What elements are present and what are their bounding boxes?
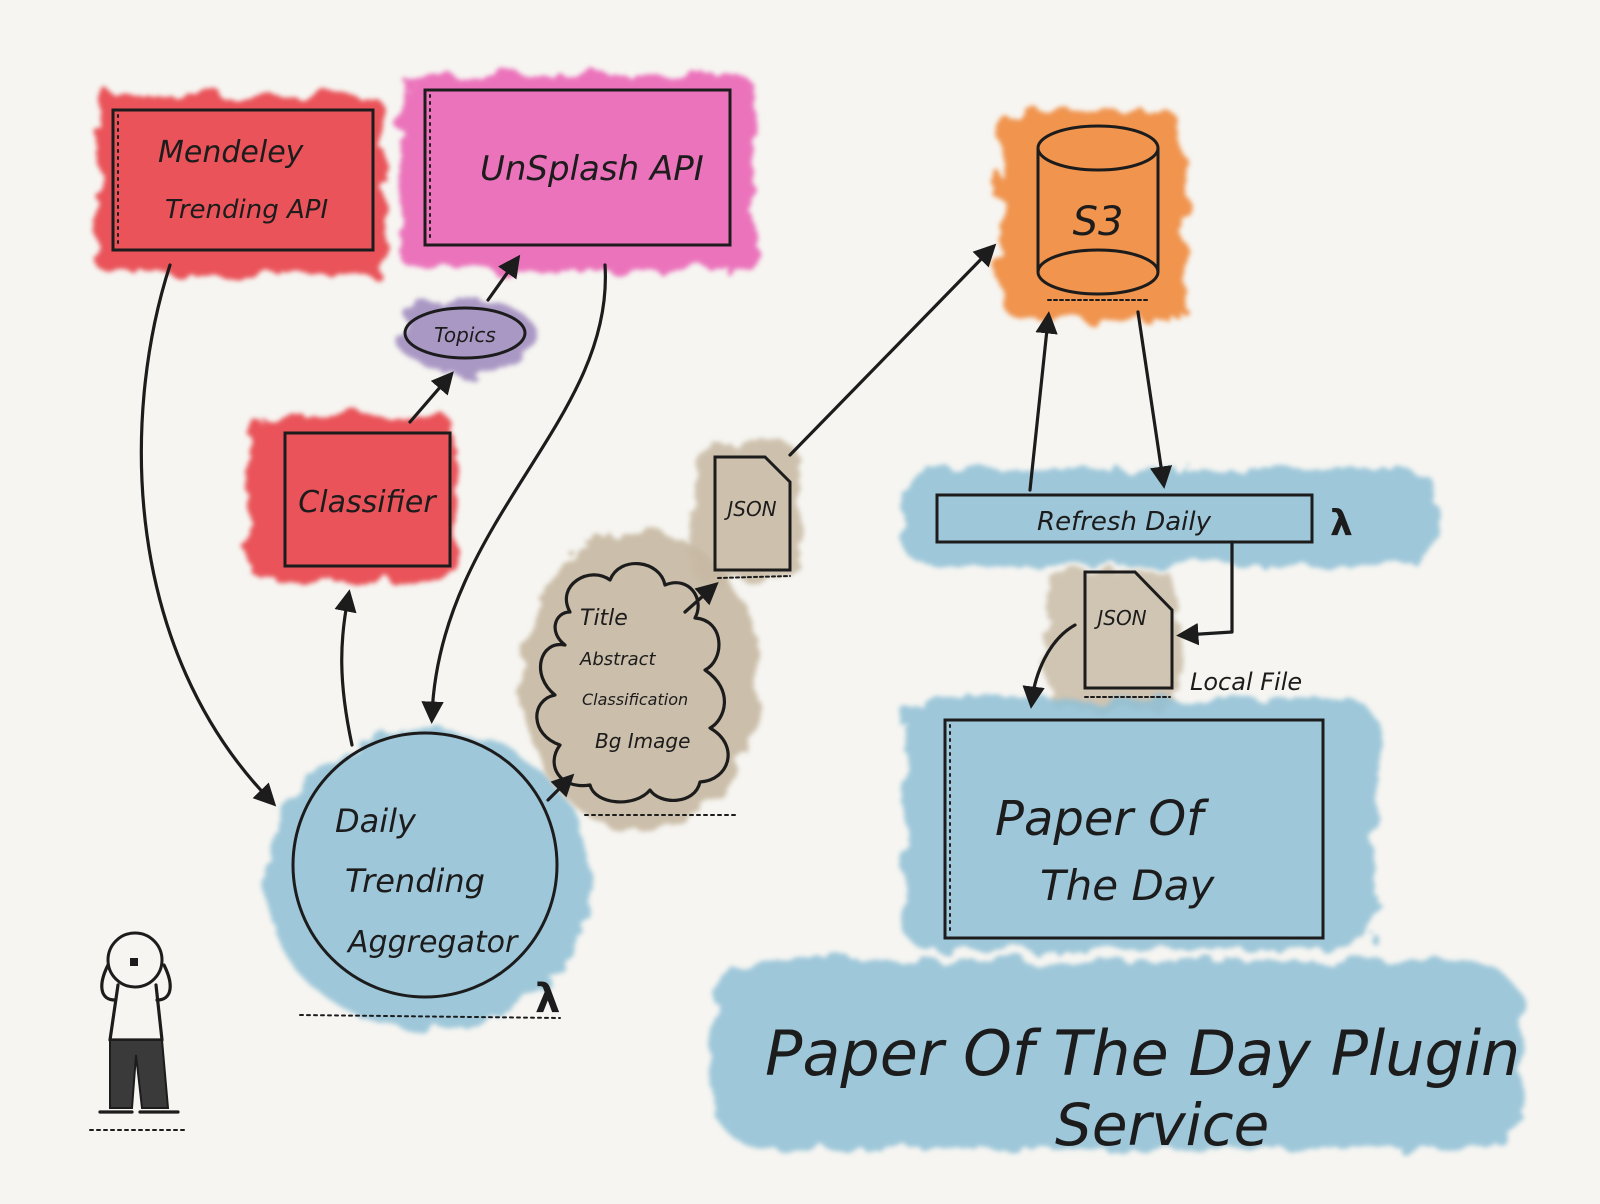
cloud-label-4: Bg Image [595, 729, 690, 753]
json-upload-node: JSON [713, 455, 792, 579]
aggregator-label-1: Daily [335, 802, 417, 840]
unsplash-wash [400, 75, 755, 270]
s3-bottom [1036, 248, 1160, 296]
aggregator-circle [291, 731, 559, 999]
person-body [108, 983, 164, 1042]
s3-node: S3 [1036, 124, 1160, 301]
paper-box [943, 718, 1325, 940]
arrow-aggregator-to-cloud [546, 773, 575, 802]
classifier-node: Classifier [283, 431, 452, 568]
s3-wash [1000, 110, 1185, 320]
cloud-node: Title Abstract Classification Bg Image [535, 562, 736, 816]
s3-sides [1036, 148, 1160, 272]
arrow-unsplash-to-aggregator [421, 263, 607, 724]
arrow-refresh-to-json [1176, 540, 1234, 646]
person-figure [89, 931, 186, 1131]
json-upload-ground [717, 575, 791, 579]
classifier-box [283, 431, 452, 568]
person-eye [130, 958, 138, 966]
arrow-topics-to-unsplash [486, 254, 521, 302]
cloud-label-2: Abstract [579, 649, 657, 670]
topics-node: Topics [403, 306, 527, 360]
aggregator-wash [263, 730, 593, 1030]
paper-wash [905, 700, 1375, 950]
title-wash [710, 960, 1525, 1150]
json-local-wash [1050, 570, 1175, 710]
s3-label: S3 [1073, 199, 1124, 245]
aggregator-label-3: Aggregator [346, 925, 519, 960]
cloud-label-3: Classification [582, 690, 688, 709]
aggregator-label-2: Trending [345, 862, 485, 900]
cloud-outline [535, 562, 730, 804]
mendeley-wash [95, 95, 385, 275]
person-arms [100, 963, 172, 1002]
classifier-label: Classifier [298, 485, 437, 520]
classifier-wash [248, 415, 456, 580]
title-line-2: Service [1055, 1091, 1269, 1159]
aggregator-node: Daily Trending Aggregator λ [291, 731, 561, 1022]
arrow-aggregator-to-classifier [334, 589, 357, 747]
mendeley-box [111, 108, 375, 252]
mendeley-node: Mendeley Trending API [111, 108, 375, 252]
refresh-box [935, 493, 1314, 544]
topics-label: Topics [434, 323, 496, 347]
refresh-label: Refresh Daily [1037, 507, 1212, 537]
mendeley-label-2: Trending API [165, 195, 328, 225]
paper-node: Paper Of The Day [943, 718, 1325, 940]
mendeley-label-1: Mendeley [158, 135, 305, 170]
json-upload-wash [690, 445, 800, 580]
local-file-label: Local File [1190, 668, 1302, 696]
json-upload-label: JSON [723, 497, 776, 521]
refresh-node: Refresh Daily λ [935, 493, 1353, 544]
title-line-1: Paper Of The Day Plugin [765, 1017, 1520, 1090]
json-local-node: JSON Local File [1083, 570, 1302, 698]
topics-ellipse [403, 306, 527, 360]
arrow-cloud-to-json [683, 582, 719, 614]
json-local-label: JSON [1093, 606, 1146, 630]
json-local-doc [1083, 570, 1174, 690]
arrow-json-to-s3 [788, 243, 997, 457]
person-legs [109, 1039, 170, 1109]
paper-label-2: The Day [1040, 861, 1216, 910]
arrow-s3-to-refresh [1136, 310, 1173, 489]
unsplash-node: UnSplash API [423, 88, 732, 247]
json-upload-doc [713, 455, 792, 572]
refresh-lambda: λ [1330, 503, 1353, 544]
arrows [139, 243, 1234, 807]
watercolor-washes [95, 75, 1525, 1150]
arrow-refresh-to-s3 [1028, 311, 1058, 492]
arrow-classifier-to-topics [408, 371, 454, 424]
person-head [106, 931, 164, 989]
arrow-mendeley-to-aggregator [139, 263, 277, 807]
cloud-label-1: Title [580, 606, 628, 631]
diagram-title: Paper Of The Day Plugin Service [765, 1017, 1520, 1159]
paper-label-1: Paper Of [995, 791, 1209, 847]
unsplash-label: UnSplash API [480, 149, 704, 189]
s3-top [1036, 124, 1160, 172]
aggregator-ground [299, 1014, 561, 1019]
arrow-json-to-paper [1022, 623, 1077, 709]
unsplash-box [423, 88, 732, 247]
aggregator-lambda: λ [535, 976, 560, 1022]
